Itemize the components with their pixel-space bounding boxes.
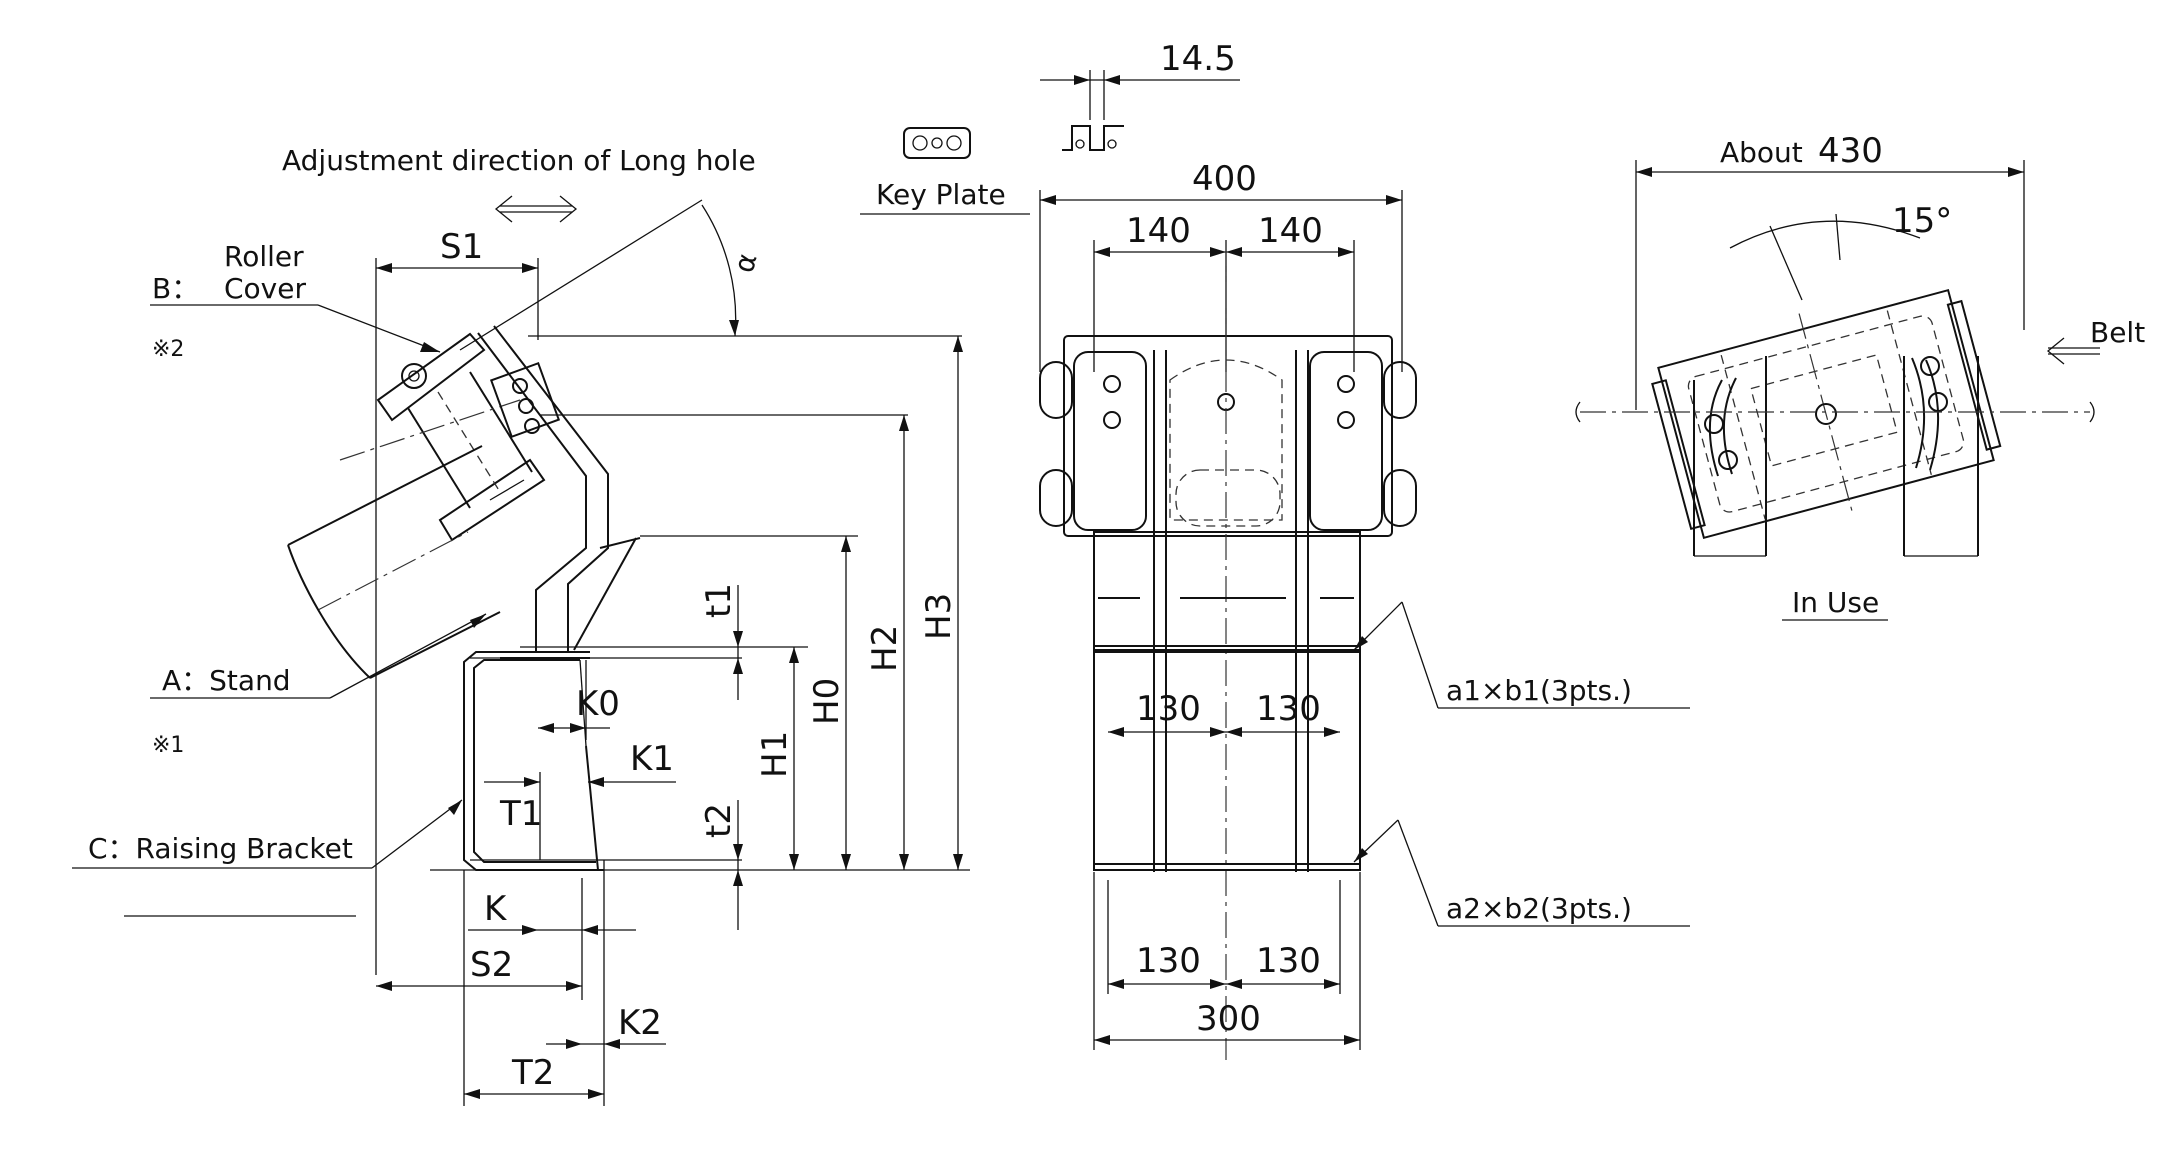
key-plate-label: Key Plate (876, 178, 1006, 211)
dimension-about-430: About 430 (1635, 131, 2025, 410)
raising-bracket-label: C：Raising Bracket (88, 832, 353, 865)
roller-cover-word2: Cover (224, 272, 306, 305)
angle-15-label: 15° (1892, 201, 1952, 241)
dim-130-low-left: 130 (1136, 941, 1201, 981)
adjustment-note: Adjustment direction of Long hole (282, 144, 756, 177)
weld-lower-label: a2×b2(3pts.) (1446, 892, 1632, 925)
dimension-300: 300 (1094, 999, 1360, 1045)
angle-alpha: α (459, 199, 764, 351)
weld-callout-lower: a2×b2(3pts.) (1353, 819, 1690, 927)
belt-arrow-icon (2046, 337, 2100, 365)
dimension-400: 400 (1039, 159, 1403, 372)
weld-upper-label: a1×b1(3pts.) (1446, 674, 1632, 707)
dim-130-low-right: 130 (1256, 941, 1321, 981)
about-label: About (1720, 136, 1803, 169)
in-use-caption: In Use (1792, 586, 1879, 619)
in-use-assembly (1651, 288, 2002, 540)
stand-label: A：Stand (162, 664, 291, 697)
label-roller-cover: B： Roller Cover ※2 (150, 240, 441, 362)
note-2: ※2 (152, 337, 184, 362)
dim-400-label: 400 (1192, 159, 1257, 199)
front-stand (1093, 350, 1361, 872)
dim-s2-label: S2 (470, 945, 513, 985)
belt-in-use (1575, 401, 2095, 423)
front-roller-cover (1039, 240, 1417, 1060)
dim-140-right: 140 (1258, 211, 1323, 251)
dimension-T1: T1 (484, 772, 542, 860)
dimension-s1: S1 (375, 227, 539, 975)
dim-k2-label: K2 (618, 1003, 662, 1043)
key-plate: Key Plate 14.5 (860, 39, 1240, 215)
label-raising-bracket: C：Raising Bracket (72, 799, 463, 917)
belt-label: Belt (2090, 316, 2145, 349)
dimension-t2: t2 (470, 800, 743, 930)
double-arrow-icon (494, 195, 578, 223)
key-plate-section-icon (1062, 125, 1124, 151)
dim-t2-label: t2 (699, 803, 739, 838)
dimension-h0: H0 (807, 536, 851, 870)
dimension-h2: H2 (865, 415, 909, 870)
dim-T1-label: T1 (499, 794, 542, 834)
dim-k-label: K (484, 889, 508, 929)
dimension-t1: t1 (470, 583, 743, 700)
dim-T2-label: T2 (511, 1053, 554, 1093)
dimension-130-mid: 130 130 (1108, 689, 1340, 737)
roller-cover-code: B： (152, 272, 199, 305)
dimension-h1: H1 (755, 647, 799, 870)
label-stand: A：Stand ※1 (150, 613, 487, 758)
front-view: 400 140 140 (1039, 159, 1690, 1060)
dimension-k: K (468, 878, 636, 1000)
dim-t1-label: t1 (699, 583, 739, 618)
weld-callout-upper: a1×b1(3pts.) (1353, 601, 1690, 709)
dim-k0-label: K0 (576, 684, 620, 724)
key-plate-icon (903, 127, 971, 159)
dim-h2-label: H2 (865, 625, 905, 672)
raising-bracket-part (463, 651, 605, 880)
angle-15: 15° (1729, 201, 1952, 301)
dim-300-label: 300 (1196, 999, 1261, 1039)
in-use-view: About 430 15° (1575, 131, 2145, 621)
dim-h3-label: H3 (919, 593, 959, 640)
about-value: 430 (1818, 131, 1883, 171)
dim-k1-label: K1 (630, 739, 674, 779)
dim-h1-label: H1 (755, 731, 795, 778)
side-view: Adjustment direction of Long hole S1 α (72, 144, 970, 1106)
dimension-k0: K0 (538, 660, 620, 740)
dimension-s2: S2 (376, 945, 582, 991)
roller-cover-word1: Roller (224, 240, 304, 273)
dim-14-5-label: 14.5 (1160, 39, 1236, 79)
belt-side (287, 445, 501, 679)
dim-140-left: 140 (1126, 211, 1191, 251)
note-1: ※1 (152, 733, 184, 758)
dim-130-mid-left: 130 (1136, 689, 1201, 729)
belt-direction: Belt (2046, 316, 2145, 365)
dimension-130-low: 130 130 (1108, 941, 1340, 989)
dim-s1-label: S1 (440, 227, 483, 267)
dimension-k2: K2 (546, 880, 666, 1106)
dim-h0-label: H0 (807, 678, 847, 725)
alpha-label: α (727, 250, 764, 276)
roller-cover-part (339, 332, 561, 542)
dimension-h3: H3 (919, 336, 963, 870)
dimension-140-pair: 140 140 (1093, 211, 1355, 372)
dim-130-mid-right: 130 (1256, 689, 1321, 729)
front-raising-bracket (1093, 651, 1361, 871)
dimension-k1: K1 (588, 739, 676, 787)
dimension-T2: T2 (463, 870, 604, 1106)
dimension-14-5: 14.5 (1040, 39, 1240, 120)
